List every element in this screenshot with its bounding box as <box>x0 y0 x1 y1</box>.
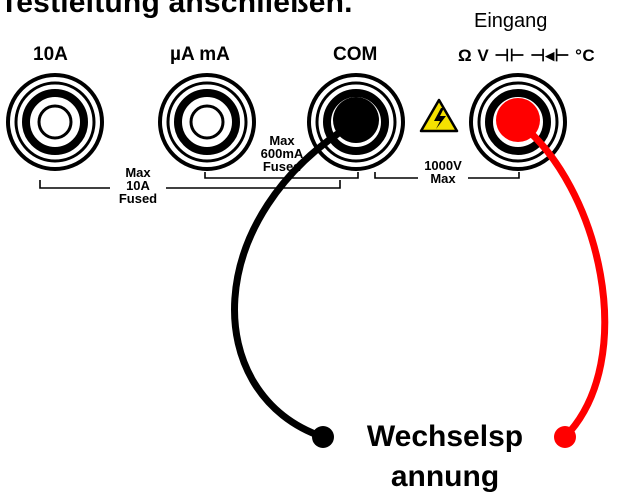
bracket-10a <box>39 180 341 189</box>
heading-text: Testleitung anschließen. <box>0 0 353 19</box>
black-test-lead <box>231 118 360 441</box>
jack-10a <box>6 73 104 171</box>
red-test-lead <box>514 118 609 441</box>
spec-600ma: Max 600mA Fused <box>260 133 304 174</box>
jack-label-input: Ω V ⊣⊢ ⊣◂⊢ °C <box>458 46 596 65</box>
jack-label-10a: 10A <box>33 44 68 65</box>
black-lead-end <box>312 426 334 448</box>
jack-label-ua-ma: µA mA <box>170 44 230 65</box>
jack-label-com: COM <box>333 44 378 65</box>
jack-ua-ma <box>158 73 256 171</box>
input-label: Eingang <box>474 10 548 32</box>
high-voltage-warning-icon <box>419 98 459 133</box>
ac-voltage-label: Wechselsp annung <box>366 420 524 493</box>
bracket-600ma <box>204 172 359 179</box>
spec-1000v: 1000V Max <box>418 159 468 185</box>
spec-10a: Max 10A Fused <box>110 166 166 205</box>
red-lead-end <box>554 426 576 448</box>
